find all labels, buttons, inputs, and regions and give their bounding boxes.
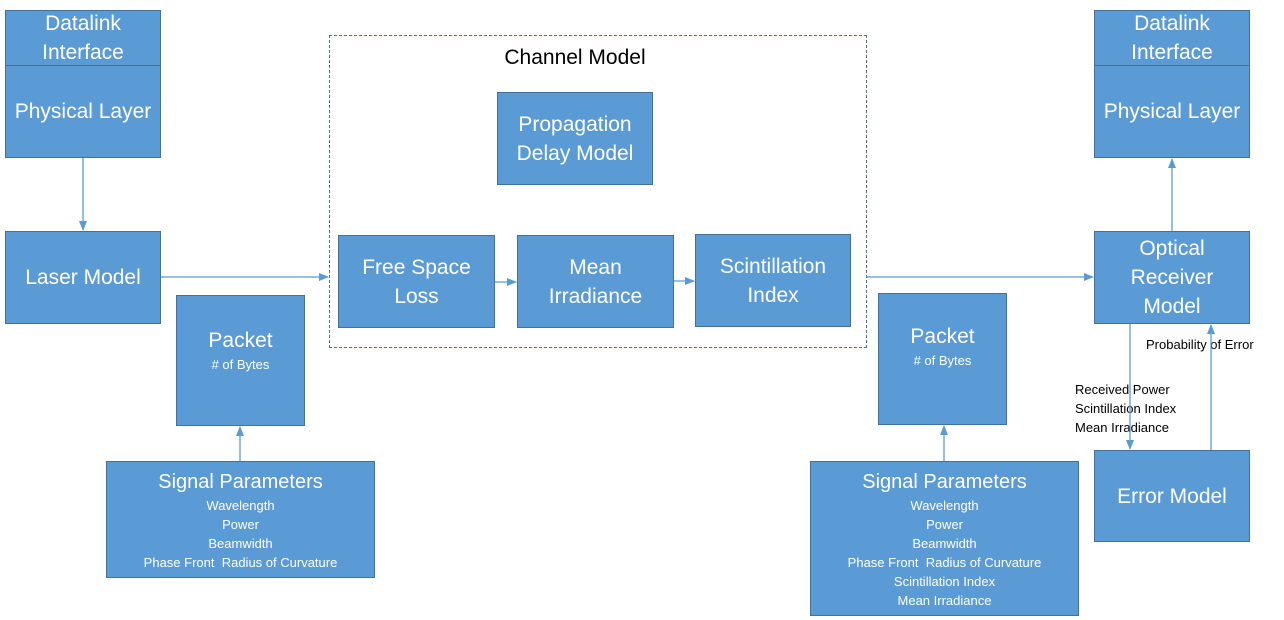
rx-signal-param-item: Phase Front Radius of Curvature <box>847 554 1042 570</box>
rx-signal-parameters-title: Signal Parameters <box>862 470 1027 493</box>
error-model-label: Error Model <box>1117 484 1227 508</box>
rx-signal-param-item: Power <box>926 516 963 532</box>
rx-packet: Packet # of Bytes <box>878 293 1007 425</box>
tx-packet-title: Packet <box>208 329 273 352</box>
laser-model-label: Laser Model <box>25 266 141 289</box>
error-model: Error Model <box>1094 450 1250 542</box>
optical-receiver-line-3: Model <box>1143 295 1201 318</box>
mean-irradiance-line-1: Mean <box>569 255 622 279</box>
tx-datalink-line-2: Interface <box>42 41 124 64</box>
error-inputs-label: Received Power Scintillation Index Mean … <box>1075 380 1176 437</box>
free-space-loss-line-2: Loss <box>394 284 439 308</box>
tx-signal-param-item: Power <box>222 516 259 532</box>
rx-signal-param-item: Mean Irradiance <box>897 592 992 608</box>
error-input-item: Scintillation Index <box>1075 401 1177 416</box>
optical-receiver-line-2: Receiver <box>1130 266 1214 289</box>
tx-physical-layer-label: Physical Layer <box>14 100 152 123</box>
propagation-delay-line-2: Delay Model <box>516 141 634 165</box>
channel-model-title: Channel Model <box>504 46 646 69</box>
probability-of-error-label: Probability of Error <box>1146 337 1254 352</box>
rx-signal-parameters: Signal Parameters Wavelength Power Beamw… <box>810 461 1079 616</box>
optical-receiver-model: Optical Receiver Model <box>1094 231 1250 324</box>
tx-packet-sub: # of Bytes <box>211 357 270 372</box>
rx-datalink-line-2: Interface <box>1131 41 1213 64</box>
scintillation-index-line-1: Scintillation <box>719 254 827 278</box>
channel-model-container <box>329 35 867 348</box>
rx-physical-layer-label: Physical Layer <box>1103 100 1241 123</box>
tx-signal-param-item: Beamwidth <box>208 535 273 551</box>
rx-packet-sub: # of Bytes <box>913 353 972 368</box>
tx-signal-param-item: Wavelength <box>206 497 275 513</box>
error-input-item: Mean Irradiance <box>1075 420 1169 435</box>
tx-packet: Packet # of Bytes <box>176 295 305 426</box>
laser-model: Laser Model <box>5 231 161 324</box>
free-space-loss: Free Space Loss <box>338 235 495 328</box>
tx-signal-parameters: Signal Parameters Wavelength Power Beamw… <box>106 461 375 578</box>
propagation-delay-line-1: Propagation <box>518 112 632 136</box>
tx-datalink-interface: Datalink Interface <box>5 10 161 66</box>
rx-physical-layer: Physical Layer <box>1094 65 1250 158</box>
mean-irradiance: Mean Irradiance <box>517 235 674 328</box>
rx-signal-param-item: Wavelength <box>910 497 979 513</box>
tx-datalink-line-1: Datalink <box>45 12 121 35</box>
scintillation-index: Scintillation Index <box>695 234 851 327</box>
free-space-loss-line-1: Free Space <box>362 255 471 279</box>
tx-signal-param-item: Phase Front Radius of Curvature <box>143 554 338 570</box>
rx-signal-param-item: Scintillation Index <box>893 573 996 589</box>
rx-packet-title: Packet <box>910 325 975 348</box>
optical-receiver-line-1: Optical <box>1139 237 1205 260</box>
tx-physical-layer: Physical Layer <box>5 65 161 158</box>
error-input-item: Received Power <box>1075 382 1170 397</box>
rx-datalink-line-1: Datalink <box>1134 12 1210 35</box>
scintillation-index-line-2: Index <box>747 283 799 307</box>
mean-irradiance-line-2: Irradiance <box>548 284 643 308</box>
rx-signal-param-item: Beamwidth <box>912 535 977 551</box>
propagation-delay-model: Propagation Delay Model <box>497 92 653 185</box>
tx-signal-parameters-title: Signal Parameters <box>158 470 323 493</box>
